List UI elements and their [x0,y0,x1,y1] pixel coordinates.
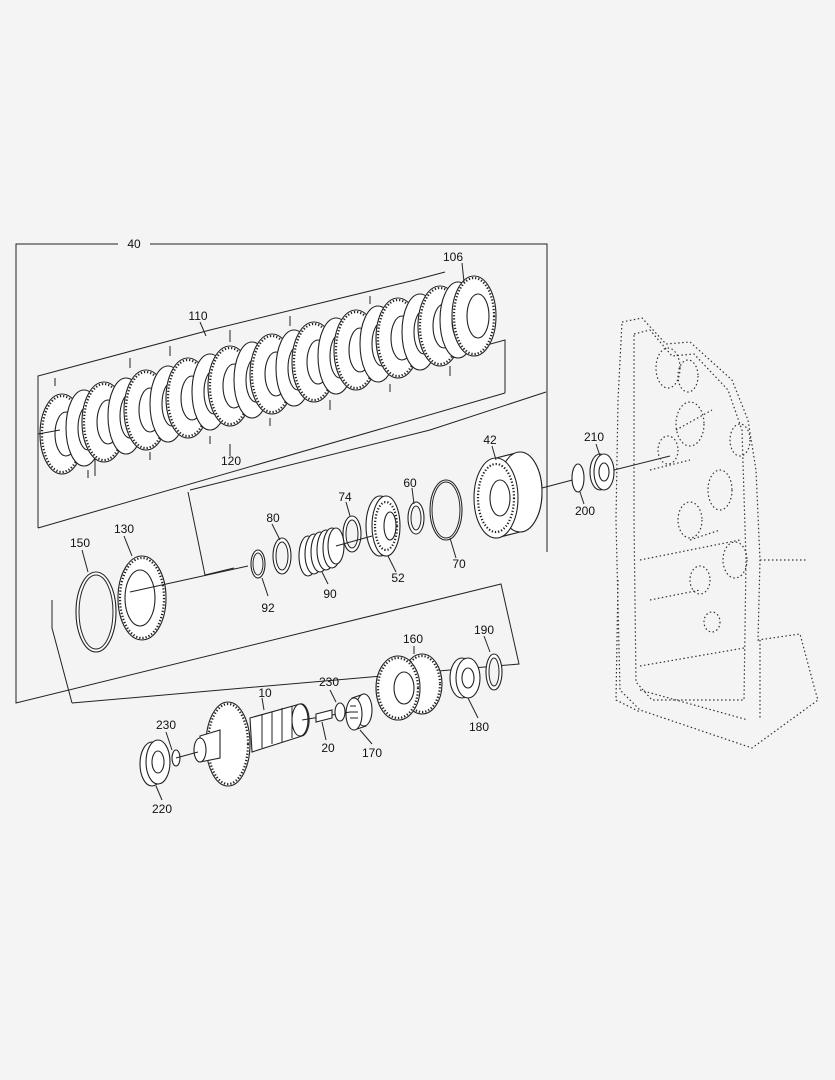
callout-60: 60 [403,476,417,490]
callout-70: 70 [452,557,466,571]
callout-150: 150 [70,536,90,550]
callout-180: 180 [469,720,489,734]
callout-74: 74 [338,490,352,504]
friction-disc [451,275,497,357]
callout-200: 200 [575,504,595,518]
group-40-bracket [15,243,548,704]
bearing-210 [589,453,671,491]
clip-230-upper [334,702,346,722]
callout-labels: 40 106 110 120 42 210 200 60 70 74 52 80… [70,237,604,816]
clutch-disc-stack [37,271,506,529]
snap-ring-74 [342,515,362,553]
callout-220: 220 [152,802,172,816]
snap-ring-190 [485,653,503,691]
callout-120: 120 [221,454,241,468]
spring-90 [298,527,373,577]
callout-40: 40 [127,237,141,251]
callout-190: 190 [474,623,494,637]
piston-52 [365,495,401,557]
callout-106: 106 [443,250,463,264]
callout-230-upper: 230 [319,675,339,689]
callout-90: 90 [323,587,337,601]
seal-ring-70 [429,479,463,541]
snap-ring-80 [272,537,292,575]
needle-bearing-170 [345,693,373,731]
callout-52: 52 [391,571,405,585]
o-ring-60 [407,501,425,535]
clip-230-lower [171,749,199,767]
callout-110: 110 [188,309,207,323]
snap-ring-200 [571,463,585,493]
clutch-drum [473,451,581,539]
callout-92: 92 [261,601,275,615]
bearing-220 [139,739,171,787]
lower-group-bracket [51,600,73,704]
leader-lines [81,262,601,801]
callout-210: 210 [584,430,604,444]
callout-130: 130 [114,522,134,536]
input-shaft-10 [193,701,351,787]
ring-150 [75,571,117,653]
transmission-housing [615,317,819,749]
callout-160: 160 [403,632,423,646]
callout-170: 170 [362,746,382,760]
callout-10: 10 [258,686,272,700]
pin-20 [315,709,333,723]
snap-ring-92 [250,549,266,579]
callout-20: 20 [321,741,335,755]
gear-160 [375,653,443,721]
bearing-180 [449,657,481,699]
callout-80: 80 [266,511,280,525]
callout-42: 42 [483,433,497,447]
callout-230-lower: 230 [156,718,176,732]
sprocket-130 [117,555,249,641]
